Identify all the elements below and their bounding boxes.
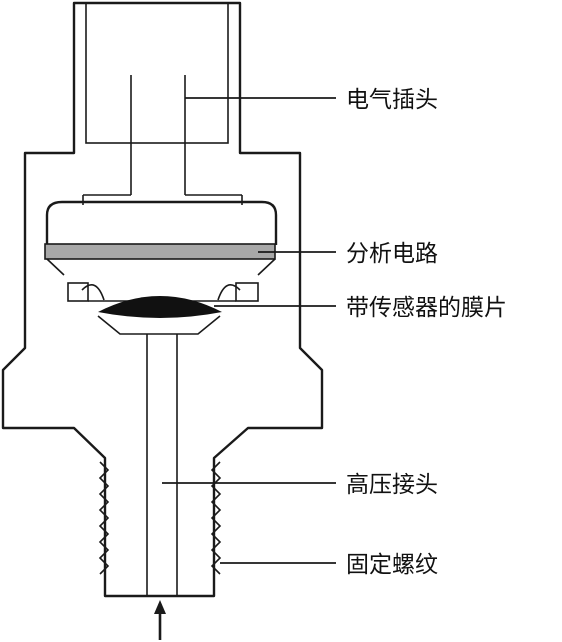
plug-socket: [85, 2, 229, 144]
support-post-right: [235, 282, 259, 302]
pressure-arrow-head: [154, 600, 166, 614]
diaphragm-seat: [97, 315, 221, 335]
circuit-board: [44, 243, 276, 260]
bond-wire-left: [81, 284, 105, 301]
support-post-left: [67, 282, 89, 302]
bond-wire-right: [217, 284, 241, 301]
electronics-cap: [45, 200, 278, 245]
thread-left: [98, 461, 110, 575]
label-high-pressure-port: 高压接头: [346, 472, 438, 498]
label-evaluation-circuit: 分析电路: [346, 241, 438, 267]
label-mounting-thread: 固定螺纹: [346, 552, 438, 578]
label-sensor-diaphragm: 带传感器的膜片: [346, 295, 507, 321]
thread-right: [210, 461, 222, 575]
sensor-diaphragm: [98, 296, 222, 318]
label-electrical-plug: 电气插头: [346, 87, 438, 113]
sensor-housing: [1, 1, 324, 598]
